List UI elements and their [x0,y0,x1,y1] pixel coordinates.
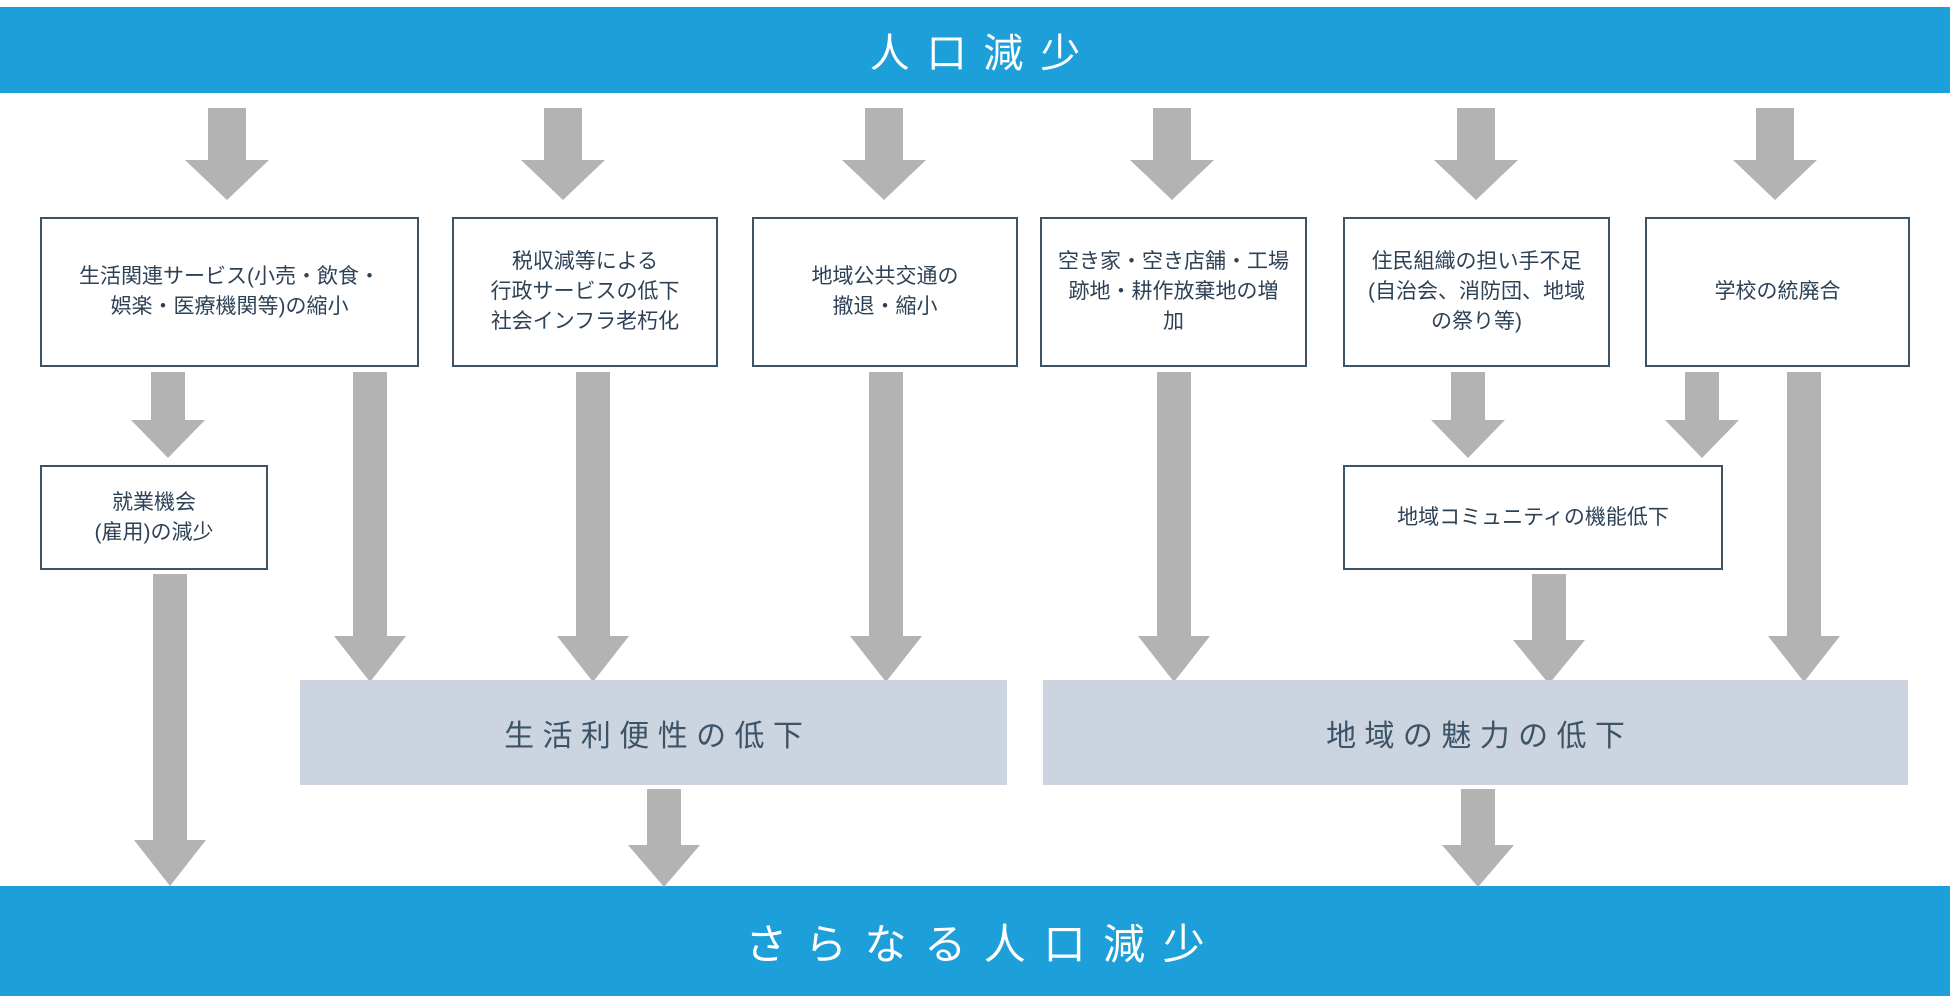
summary-bar-convenience-decline-label: 生活利便性の低下 [504,719,812,753]
arrow-down-icon [1513,574,1585,684]
arrow-down-icon [1768,372,1840,682]
box-school-merger-label: 学校の統廃合 [1714,280,1841,304]
summary-bar-attractiveness-decline-label: 地域の魅力の低下 [1326,719,1634,753]
box-public-transport-label: 地域公共交通の撤退・縮小 [811,265,959,318]
arrow-down-icon [628,789,700,887]
box-resident-orgs-label: 住民組織の担い手不足(自治会、消防団、地域の祭り等) [1368,250,1585,333]
box-employment-label: 就業機会(雇用)の減少 [94,490,214,544]
box-community-function[interactable]: 地域コミュニティの機能低下 [1343,465,1723,570]
box-living-services[interactable]: 生活関連サービス(小売・飲食・娯楽・医療機関等)の縮小 [40,217,419,367]
arrow-down-icon [521,108,605,200]
top-banner-population-decline: 人口減少 [0,7,1950,93]
summary-bar-attractiveness-decline[interactable]: 地域の魅力の低下 [1043,680,1908,785]
arrow-down-icon [131,372,205,458]
arrow-down-icon [557,372,629,682]
bottom-banner-further-population-decline: さらなる人口減少 [0,886,1950,996]
box-admin-services[interactable]: 税収減等による行政サービスの低下社会インフラ老朽化 [452,217,718,367]
arrow-down-icon [1130,108,1214,200]
arrow-down-icon [1138,372,1210,682]
box-school-merger[interactable]: 学校の統廃合 [1645,217,1910,367]
arrow-down-icon [1434,108,1518,200]
arrow-down-icon [1733,108,1817,200]
box-community-function-label: 地域コミュニティの機能低下 [1397,505,1669,529]
box-public-transport[interactable]: 地域公共交通の撤退・縮小 [752,217,1018,367]
arrow-down-icon [1431,372,1505,458]
box-resident-orgs[interactable]: 住民組織の担い手不足(自治会、消防団、地域の祭り等) [1343,217,1610,367]
arrow-down-icon [1442,789,1514,887]
box-vacant-property-label: 空き家・空き店舗・工場跡地・耕作放棄地の増加 [1058,250,1289,333]
arrow-down-icon [185,108,269,200]
arrow-down-icon [850,372,922,682]
summary-bar-convenience-decline[interactable]: 生活利便性の低下 [300,680,1007,785]
arrow-down-icon [1665,372,1739,458]
box-living-services-label: 生活関連サービス(小売・飲食・娯楽・医療機関等)の縮小 [79,265,380,318]
arrow-down-icon [134,574,206,886]
box-admin-services-label: 税収減等による行政サービスの低下社会インフラ老朽化 [490,250,680,333]
box-employment[interactable]: 就業機会(雇用)の減少 [40,465,268,570]
arrow-down-icon [334,372,406,682]
arrow-down-icon [842,108,926,200]
box-vacant-property[interactable]: 空き家・空き店舗・工場跡地・耕作放棄地の増加 [1040,217,1307,367]
